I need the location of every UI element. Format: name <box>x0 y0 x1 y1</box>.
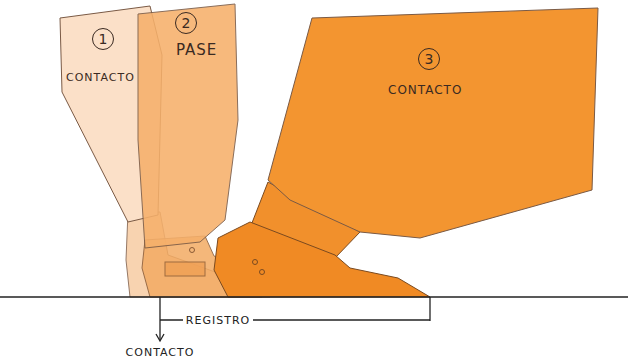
contact-arrowhead <box>156 334 164 341</box>
callout-number: 3 <box>418 48 440 70</box>
leg-shape <box>268 8 598 238</box>
leg-pose: 3CONTACTO <box>260 0 605 245</box>
leg-outline <box>135 0 245 255</box>
callout-number: 2 <box>175 12 197 34</box>
boot-button <box>253 260 258 265</box>
callout-number: 1 <box>92 28 114 50</box>
registro-tick <box>429 297 430 321</box>
dimension-label: REGISTRO <box>183 314 253 327</box>
leg-outline <box>260 0 605 245</box>
boot-button <box>190 248 195 253</box>
boot-button <box>260 270 265 275</box>
pose-name: CONTACTO <box>66 72 135 84</box>
ground-line <box>0 296 628 298</box>
contact-marker <box>159 297 160 340</box>
pose-name: CONTACTO <box>388 84 462 97</box>
marker-label: CONTACTO <box>123 346 198 359</box>
boot-strap <box>165 262 205 276</box>
leg-pose: 2PASE <box>135 0 245 255</box>
leg-shape <box>138 4 238 248</box>
pose-name: PASE <box>176 42 217 59</box>
